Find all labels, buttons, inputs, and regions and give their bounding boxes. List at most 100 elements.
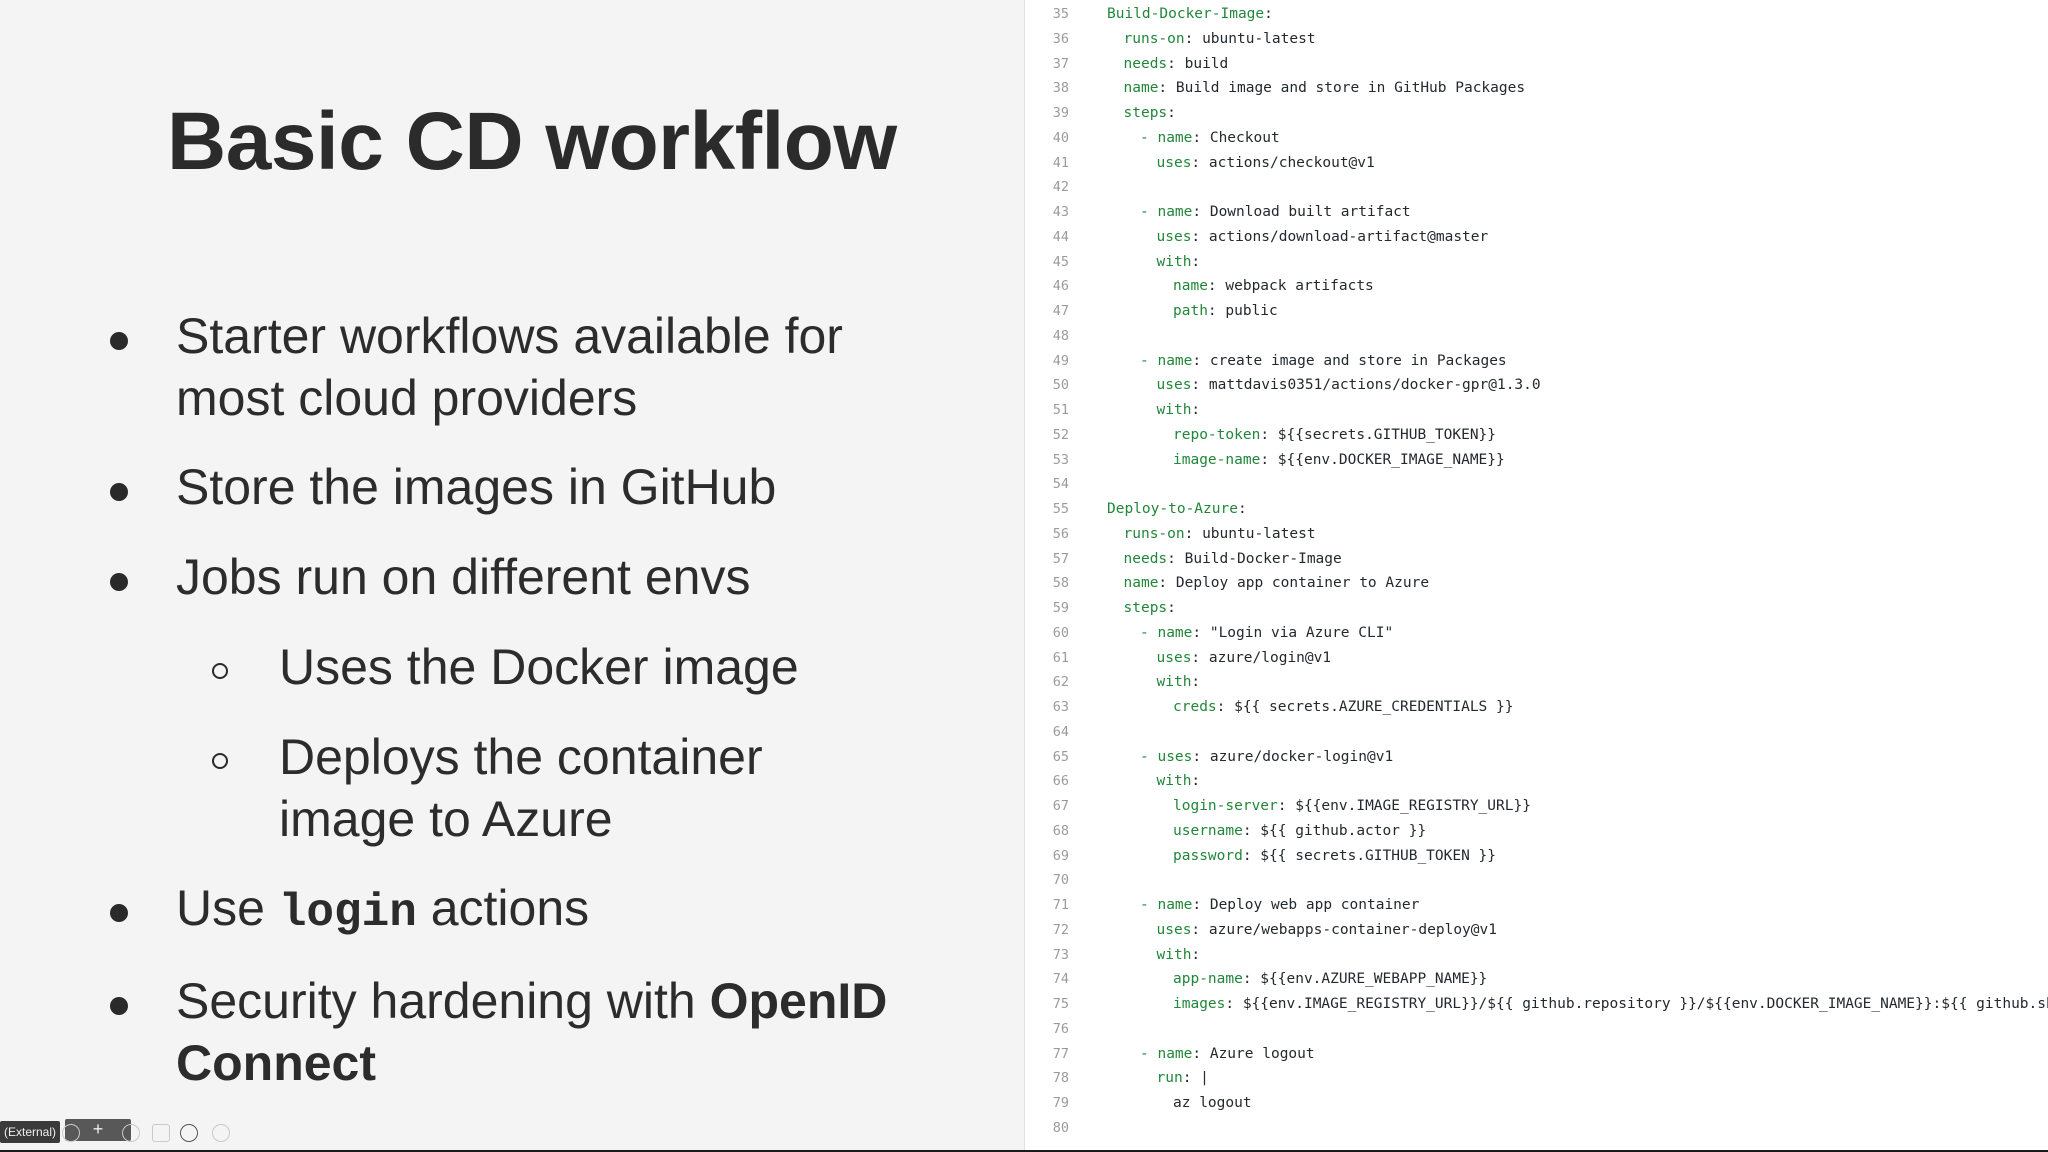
line-number: 38 [1052,80,1069,97]
line-number: 68 [1052,822,1069,839]
yaml-key: uses [1156,649,1192,666]
line-number: 74 [1052,971,1069,988]
code-line: 43- name: Download built artifact [1025,200,2048,225]
code-line: 65- uses: azure/docker-login@v1 [1025,745,2048,770]
yaml-value: : ${{secrets.GITHUB_TOKEN}} [1260,426,1497,443]
yaml-key: name [1157,204,1193,220]
yaml-key: name [1157,352,1193,369]
yaml-value: : webpack artifacts [1207,278,1374,295]
yaml-key: login-server [1173,798,1278,814]
yaml-value: : | [1182,1070,1209,1087]
bullet-text-line: most cloud providers [176,370,638,426]
line-number: 39 [1052,105,1069,121]
bullet-text-prefix: Security hardening with [176,973,710,1029]
line-number: 47 [1052,303,1069,319]
bullet-item: Security hardening with OpenID Connect [110,970,887,1094]
yaml-key: uses [1157,748,1193,765]
line-number: 72 [1052,921,1069,938]
yaml-key: uses [1156,921,1192,938]
code-text: run: | [1157,1066,1209,1091]
line-number: 78 [1052,1070,1069,1087]
code-text: Deploy-to-Azure: [1107,497,1247,522]
yaml-value: : Build image and store in GitHub Packag… [1158,80,1526,97]
bullet-text-line: image to Azure [279,791,613,847]
code-line: 52 repo-token: ${{secrets.GITHUB_TOKEN}} [1025,423,2048,448]
bullet-bold-text: Connect [176,1035,376,1091]
bullet-dot-icon [110,332,128,350]
list-dash: - [1140,1045,1158,1062]
code-line: 60 - name: "Login via Azure CLI" [1025,621,2048,646]
code-text: - name: "Login via Azure CLI" [1140,621,1393,646]
bullet-text-line: Starter workflows available for [176,308,843,364]
code-text: - name: Azure logout [1140,1042,1315,1067]
code-text: with: [1157,670,1201,695]
yaml-value: : ${{ secrets.GITHUB_TOKEN }} [1242,847,1497,864]
line-number: 45 [1052,253,1069,270]
line-number: 71 [1052,897,1069,913]
yaml-value: : [1191,402,1201,418]
yaml-value: : Deploy app container to Azure [1158,575,1430,592]
yaml-key: with [1156,253,1192,270]
code-text: image-name: ${{env.DOCKER_IMAGE_NAME}} [1173,448,1505,473]
line-number: 52 [1052,426,1069,443]
add-button[interactable]: + [65,1119,131,1141]
yaml-value: : [1167,600,1176,616]
code-text: - uses: azure/docker-login@v1 [1140,745,1393,770]
list-dash: - [1140,204,1158,220]
external-tag[interactable]: (External) [0,1121,61,1143]
yaml-key: uses [1156,228,1192,245]
code-text: repo-token: ${{secrets.GITHUB_TOKEN}} [1173,423,1496,448]
line-number: 37 [1052,55,1069,72]
line-number: 56 [1052,525,1069,542]
code-text: - name: Deploy web app container [1140,893,1419,918]
line-number: 80 [1052,1119,1069,1136]
sub-bullet-item: Deploys the container image to Azure [212,726,763,850]
yaml-key: with [1156,674,1192,691]
yaml-key: name [1123,575,1159,592]
camera-icon[interactable] [180,1124,198,1142]
yaml-key: name [1157,1045,1193,1062]
yaml-value: : [1264,6,1273,22]
yaml-key: Deploy-to-Azure [1107,501,1238,517]
yaml-key: creds [1173,699,1217,715]
subtitles-icon[interactable] [152,1124,170,1142]
screen-bottom-edge [0,1150,2048,1152]
line-number: 57 [1052,550,1069,567]
yaml-value: : ${{env.IMAGE_REGISTRY_URL}} [1277,798,1531,814]
code-text: with: [1157,398,1201,423]
zoom-icon[interactable] [122,1124,140,1142]
yaml-value: : ${{ secrets.AZURE_CREDENTIALS }} [1216,699,1514,715]
code-text: login-server: ${{env.IMAGE_REGISTRY_URL}… [1173,794,1531,819]
yaml-value: : azure/docker-login@v1 [1192,748,1394,765]
bullet-item: Jobs run on different envs [110,546,750,608]
line-number: 60 [1052,624,1069,641]
bullet-text-line: Uses the Docker image [279,639,799,695]
slide-panel: Basic CD workflow Starter workflows avai… [0,0,1024,1150]
more-options-icon[interactable] [212,1124,230,1142]
line-number: 42 [1052,179,1069,196]
sub-bullet-item: Uses the Docker image [212,636,799,698]
bullet-text-prefix: Use [176,880,279,936]
line-number: 54 [1052,476,1069,493]
line-number: 76 [1052,1020,1069,1037]
yaml-value: : Deploy web app container [1192,897,1420,913]
list-dash: - [1140,352,1158,369]
pen-icon[interactable] [62,1124,80,1142]
yaml-value: : ${{env.IMAGE_REGISTRY_URL}}/${{ github… [1225,996,2048,1012]
line-number: 70 [1052,872,1069,889]
list-dash: - [1140,748,1158,765]
yaml-key: uses [1156,377,1192,394]
yaml-value: : Download built artifact [1192,204,1411,220]
code-text: runs-on: ubuntu-latest [1124,522,1316,547]
line-number: 63 [1052,699,1069,715]
line-number: 36 [1052,30,1069,47]
